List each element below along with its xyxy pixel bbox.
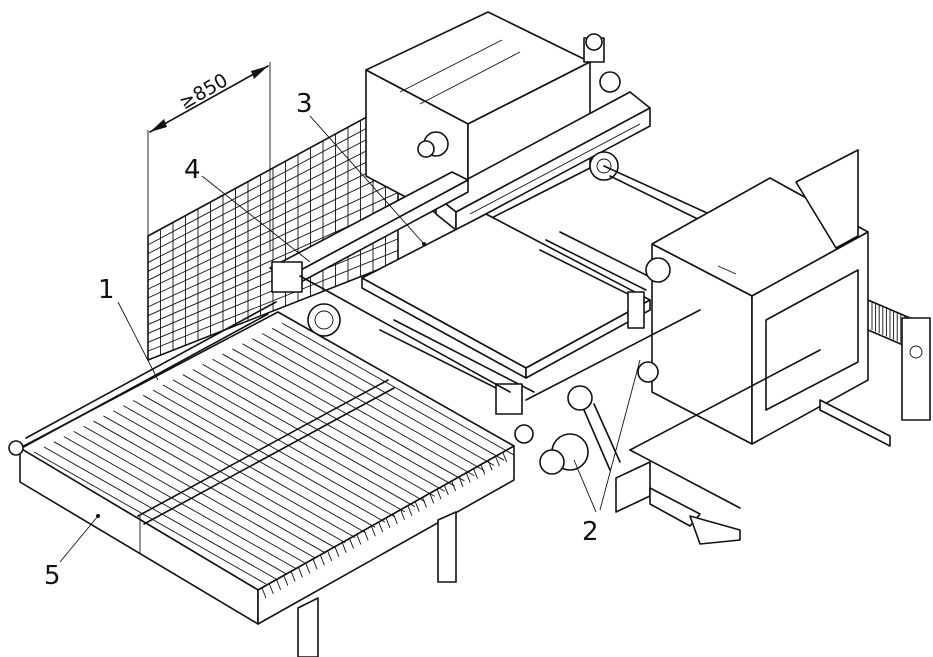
central-table xyxy=(361,213,651,379)
right-motor-housing xyxy=(651,149,931,445)
front-drive-motors xyxy=(307,303,659,475)
dimension-label: ≥850 xyxy=(176,69,232,114)
lower-frame xyxy=(379,309,891,545)
callout-leaders xyxy=(59,115,641,563)
upper-beam xyxy=(435,91,651,231)
callout-4: 4 xyxy=(184,155,201,185)
rear-roller-assembly xyxy=(539,231,671,329)
gantry-clamps xyxy=(271,261,523,415)
safety-fence xyxy=(147,99,399,361)
callout-5: 5 xyxy=(44,561,61,591)
callout-1: 1 xyxy=(98,275,115,305)
callout-3: 3 xyxy=(296,89,313,119)
roller-conveyor xyxy=(8,301,515,625)
conveyor-legs xyxy=(297,511,457,657)
callout-labels: 1 2 3 4 5 xyxy=(44,89,599,591)
callout-2: 2 xyxy=(582,517,599,547)
